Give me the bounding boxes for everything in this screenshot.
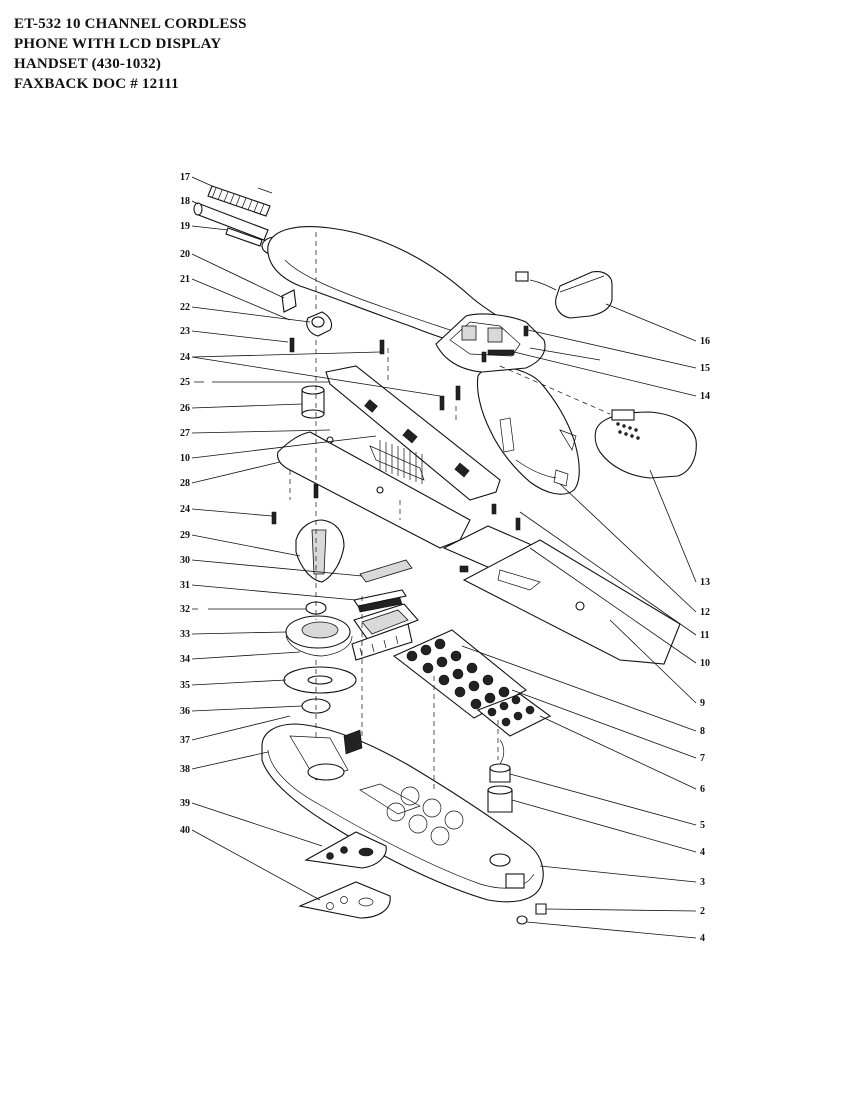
lcd-holder-plate-part (325, 365, 501, 501)
assembly-lines (289, 232, 611, 790)
callout-34: 34 (180, 654, 190, 665)
bottom-screws (516, 903, 547, 925)
callout-27: 27 (180, 428, 190, 439)
callout-10-left: 10 (180, 453, 190, 464)
callout-26: 26 (180, 403, 190, 414)
rubber-keypad-part (392, 629, 552, 737)
callout-31: 31 (180, 580, 190, 591)
callout-37: 37 (180, 735, 190, 746)
callout-18: 18 (180, 196, 190, 207)
callout-5: 5 (700, 820, 705, 831)
callout-24-lower: 24 (180, 504, 190, 515)
callouts-left: 17 18 19 20 21 22 23 24 25 26 27 10 28 2… (180, 172, 441, 901)
label-parts (298, 831, 391, 919)
keypad-pcb-part (462, 539, 681, 665)
callout-32: 32 (180, 604, 190, 615)
callout-38: 38 (180, 764, 190, 775)
callout-30: 30 (180, 555, 190, 566)
callouts-right: 16 15 14 13 12 11 10 9 8 7 6 5 4 3 2 4 (461, 303, 710, 944)
callout-39: 39 (180, 798, 190, 809)
battery-pack-part (515, 271, 613, 319)
callout-2: 2 (700, 906, 705, 917)
callout-13: 13 (700, 577, 710, 588)
battery-compartment-part (435, 313, 546, 373)
callout-25: 25 (180, 377, 190, 388)
lcd-frame-part (351, 603, 419, 661)
magnet-part (301, 385, 325, 419)
cylinder-parts (487, 739, 513, 813)
callout-9: 9 (700, 698, 705, 709)
speaker-stack-parts (283, 601, 357, 714)
callout-24-upper: 24 (180, 352, 190, 363)
callout-16: 16 (700, 336, 710, 347)
callout-29: 29 (180, 530, 190, 541)
callout-22: 22 (180, 302, 190, 313)
callout-6: 6 (700, 784, 705, 795)
callout-21: 21 (180, 274, 190, 285)
callout-7: 7 (700, 753, 705, 764)
title-line-4: FAXBACK DOC # 12111 (14, 76, 179, 92)
callout-20: 20 (180, 249, 190, 260)
title-line-1: ET-532 10 CHANNEL CORDLESS (14, 16, 247, 32)
callout-17: 17 (180, 172, 190, 183)
document-title: ET-532 10 CHANNEL CORDLESS PHONE WITH LC… (14, 14, 247, 94)
callout-10-right: 10 (700, 658, 710, 669)
callout-35: 35 (180, 680, 190, 691)
title-line-3: HANDSET (430-1032) (14, 56, 162, 72)
callout-11: 11 (700, 630, 709, 641)
battery-door-part (594, 409, 697, 479)
front-case-part (261, 723, 544, 903)
callout-4-upper: 4 (700, 847, 705, 858)
parts-drawing (193, 185, 697, 925)
callout-36: 36 (180, 706, 190, 717)
antenna-spring-part (207, 185, 273, 217)
lcd-strip-parts (353, 559, 413, 613)
mic-holder-part (295, 519, 345, 583)
callout-3: 3 (700, 877, 705, 888)
callout-23: 23 (180, 326, 190, 337)
callout-33: 33 (180, 629, 190, 640)
antenna-rod-part (193, 202, 269, 241)
title-line-2: PHONE WITH LCD DISPLAY (14, 36, 222, 52)
callout-4-lower: 4 (700, 933, 705, 944)
callout-19: 19 (180, 221, 190, 232)
callout-14: 14 (700, 391, 710, 402)
callout-28: 28 (180, 478, 190, 489)
callout-12: 12 (700, 607, 710, 618)
callout-8: 8 (700, 726, 705, 737)
callout-15: 15 (700, 363, 710, 374)
contact-clip-part (281, 289, 333, 337)
callout-40: 40 (180, 825, 190, 836)
